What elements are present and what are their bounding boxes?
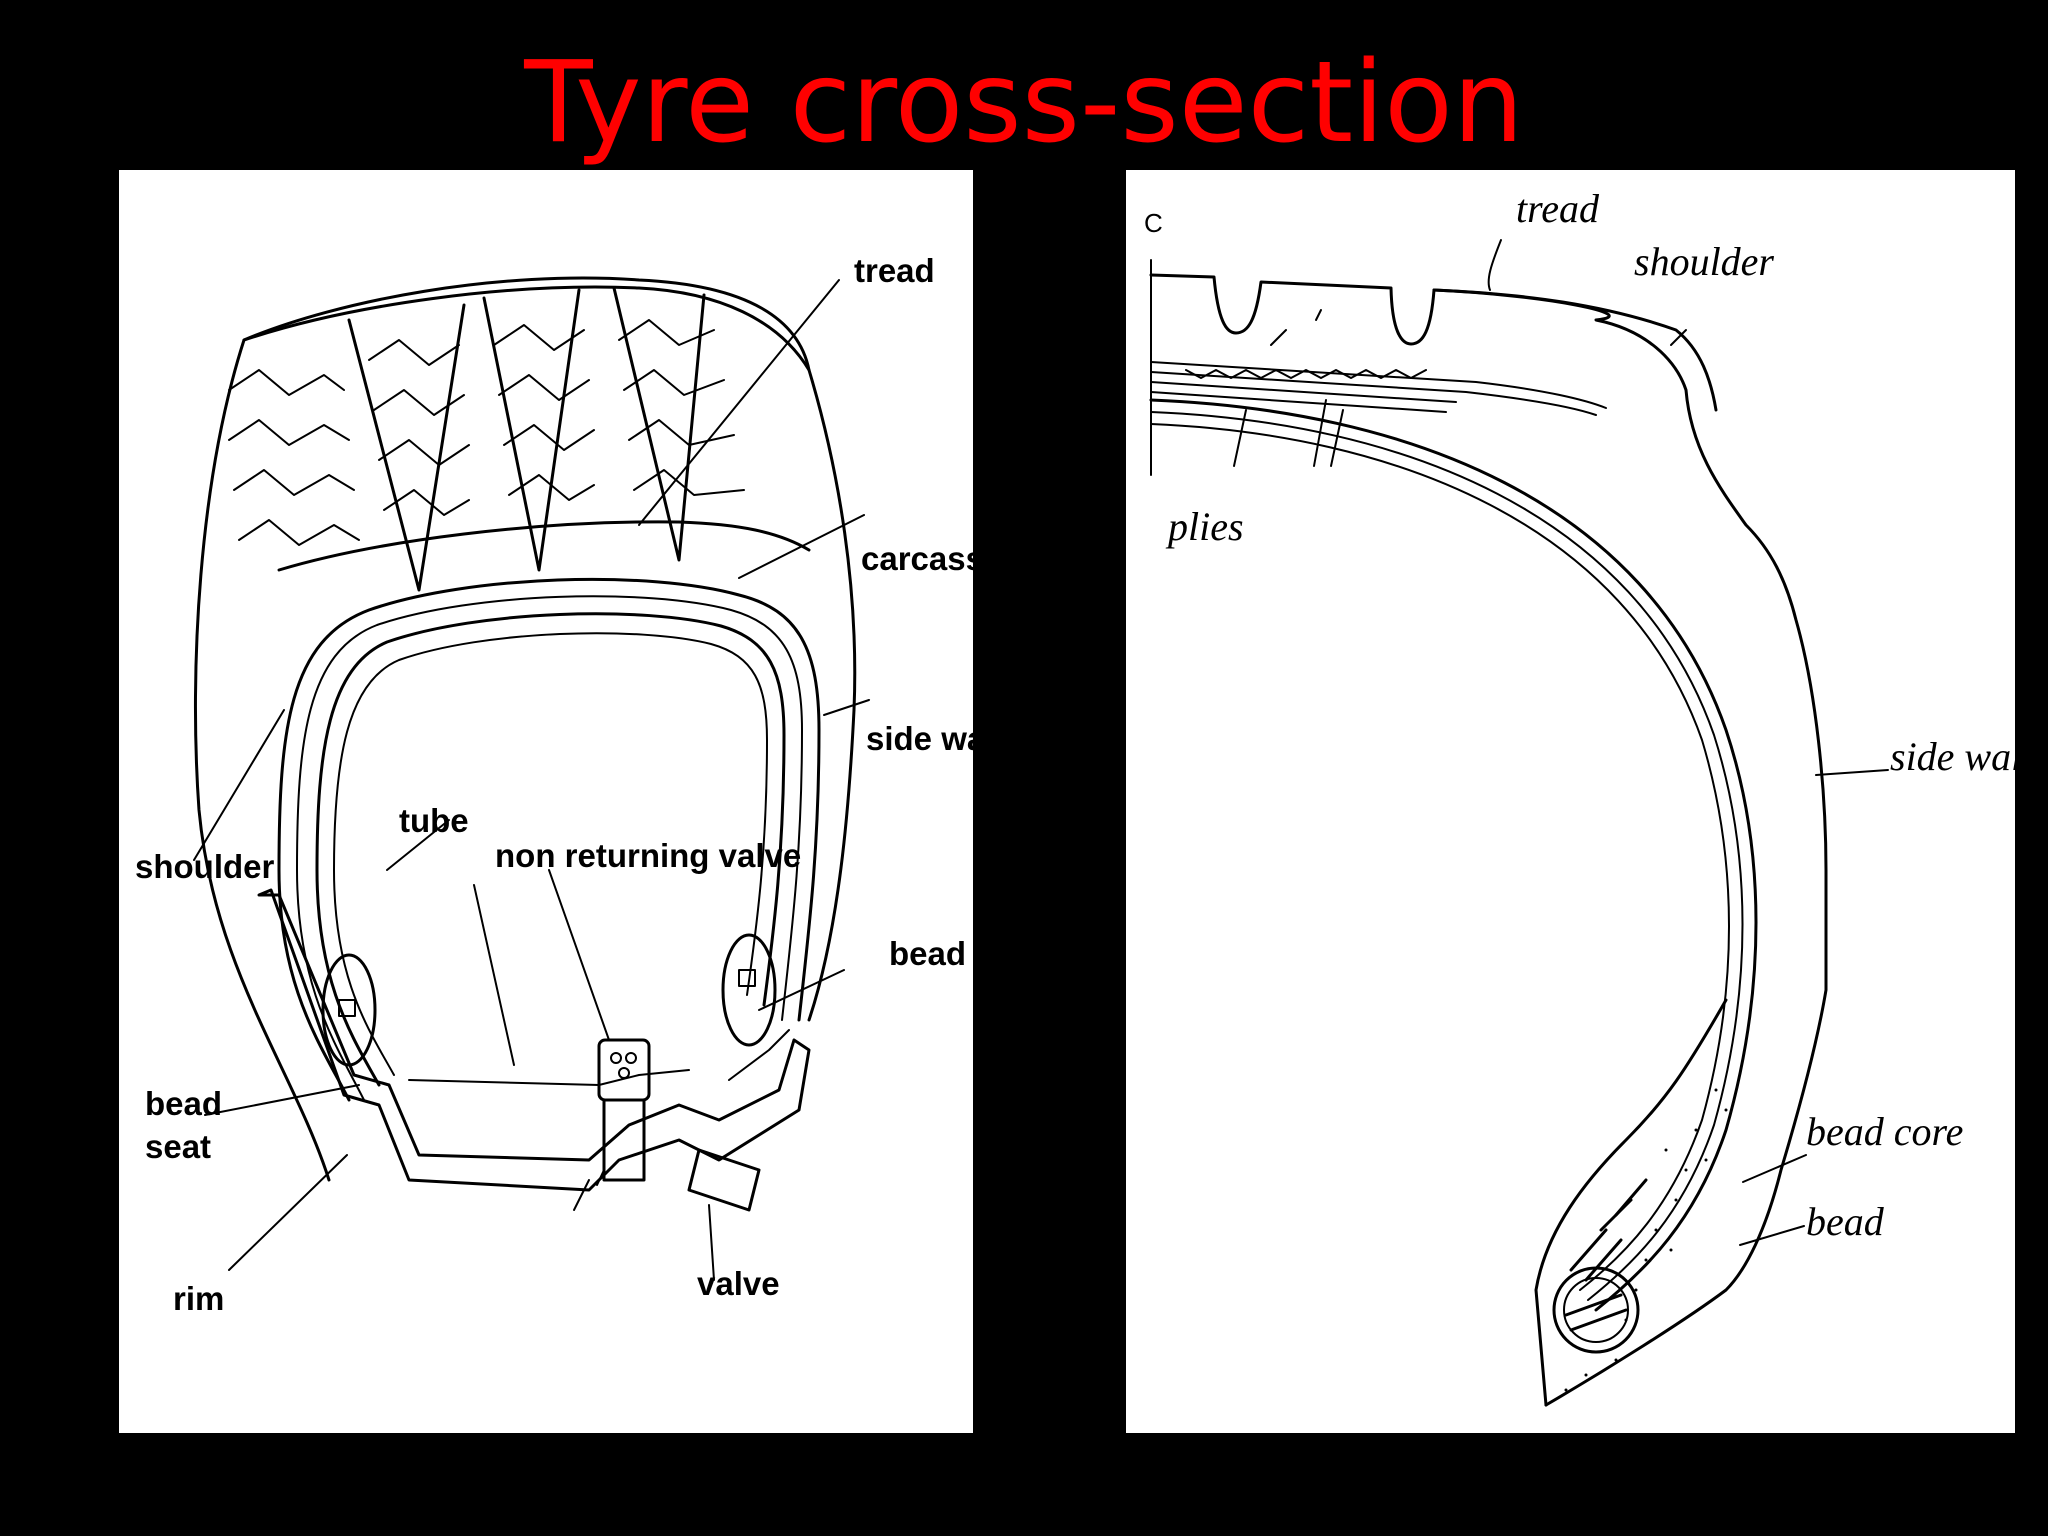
carcass-arc-inner <box>1150 411 1744 1301</box>
left-tyre-diagram: tread carcass side wall tube non returni… <box>119 170 973 1433</box>
left-tyre-drawing: tread carcass side wall tube non returni… <box>135 252 973 1317</box>
label-rim: rim <box>173 1280 224 1317</box>
bead-hatching <box>1564 1178 1648 1332</box>
rim-outline <box>257 888 811 1192</box>
bead-right <box>721 933 777 1047</box>
label-bead-seat-line2: seat <box>145 1128 211 1165</box>
plies-layers <box>1150 361 1607 416</box>
bead-left <box>321 953 377 1067</box>
tread-band-outline <box>242 285 811 372</box>
label-bead: bead <box>889 935 966 972</box>
tyre-outer-profile <box>1149 273 1828 1407</box>
tube-inner <box>333 632 768 1076</box>
tyre-outer-outline <box>193 276 857 1182</box>
label-plies: plies <box>1165 504 1244 549</box>
valve-cap <box>597 1038 651 1102</box>
label-tube: tube <box>399 802 469 839</box>
right-tyre-drawing: C tread shoulder plies side wall bead co… <box>1144 186 2015 1407</box>
label-carcass: carcass <box>861 540 973 577</box>
valve-tube <box>687 1148 761 1212</box>
label-shoulder: shoulder <box>1634 239 1774 284</box>
tread-pattern <box>228 319 745 546</box>
label-bead-seat-line1: bead <box>145 1085 222 1122</box>
label-tread: tread <box>1516 186 1600 231</box>
carcass-arc-inner2 <box>1150 423 1730 1291</box>
label-valve: valve <box>697 1265 780 1302</box>
label-bead-core: bead core <box>1806 1109 1963 1154</box>
label-non-returning-valve: non returning valve <box>495 837 801 874</box>
leader-lines <box>1233 239 1889 1246</box>
carcass-arc <box>1149 398 1758 1312</box>
label-bead: bead <box>1806 1199 1885 1244</box>
slide-title: Tyre cross-section <box>524 38 1524 168</box>
label-side-wall: side wall <box>1890 734 2015 779</box>
carcass-layer-mid <box>296 595 803 1101</box>
leader-lines <box>193 279 870 1281</box>
rim-flange-right <box>728 1029 790 1081</box>
bead-filler-stipple <box>1564 1088 1728 1392</box>
valve-stem <box>602 1098 646 1182</box>
label-centre-c: C <box>1144 208 1163 238</box>
label-tread: tread <box>854 252 935 289</box>
tread-surface <box>1432 288 1718 412</box>
tread-base-line <box>277 520 811 572</box>
right-tyre-diagram: C tread shoulder plies side wall bead co… <box>1126 170 2015 1433</box>
label-side-wall: side wall <box>866 720 973 757</box>
tube-outline <box>315 612 786 1087</box>
label-shoulder: shoulder <box>135 848 275 885</box>
rim-well <box>408 1069 690 1086</box>
bead-region <box>1534 998 1728 1407</box>
carcass-layer-outer <box>277 577 821 1102</box>
tread-grooves <box>347 286 706 592</box>
